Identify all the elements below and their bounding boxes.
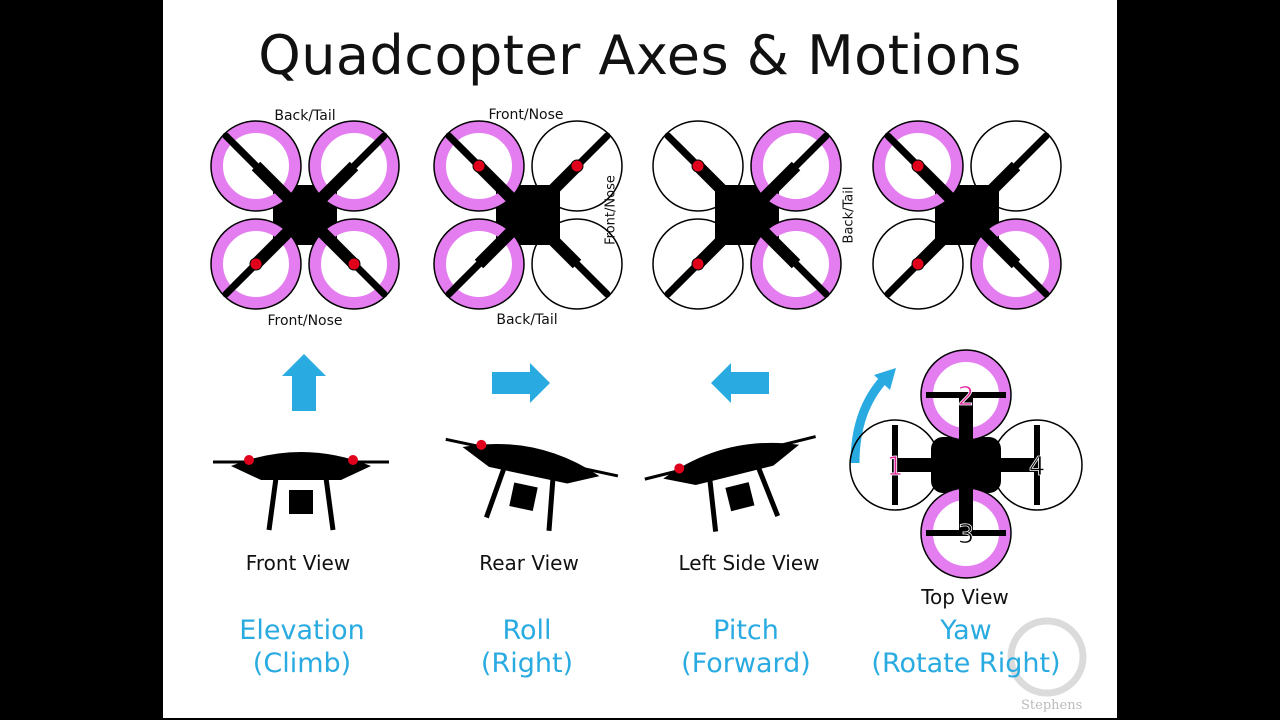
rotation-ring xyxy=(751,219,841,309)
quadcopter-top-diagram xyxy=(652,120,842,310)
motion-detail: (Rotate Right) xyxy=(871,648,1061,679)
rotor-circle xyxy=(433,120,525,212)
camera-gimbal xyxy=(725,482,755,512)
nose-led-dot xyxy=(674,463,685,474)
nose-led-dot xyxy=(911,159,925,173)
rotor-circle xyxy=(308,218,400,310)
rotor-circle xyxy=(970,120,1062,212)
motor-number-label: 3 xyxy=(958,520,975,550)
rotor-circle xyxy=(872,218,964,310)
quadcopter-top-diagram xyxy=(433,120,623,310)
motion-name: Yaw xyxy=(940,615,992,646)
motion-detail: (Forward) xyxy=(681,648,811,679)
camera-gimbal xyxy=(289,490,313,514)
drone-body xyxy=(231,452,371,480)
nose-led-dot xyxy=(911,257,925,271)
quadcopter-top-diagram xyxy=(210,120,400,310)
quadcopter-top-diagram xyxy=(872,120,1062,310)
propeller-blade xyxy=(231,141,259,169)
motor-number-label: 2 xyxy=(958,382,975,412)
slide: Quadcopter Axes & Motions 1 2 3 4 Back/Tail… xyxy=(163,0,1117,718)
nose-led-dot xyxy=(570,159,584,173)
nose-led-dot xyxy=(691,257,705,271)
arrow-up-icon xyxy=(282,354,326,411)
rotor-circle xyxy=(872,120,964,212)
rotation-ring xyxy=(434,219,524,309)
rotor-circle xyxy=(970,218,1062,310)
rotor-circle xyxy=(433,218,525,310)
nose-led-dot xyxy=(249,257,263,271)
rotor-circle xyxy=(210,218,302,310)
landing-gear xyxy=(484,467,556,531)
propeller-blade xyxy=(771,163,799,191)
propeller-blade xyxy=(454,261,482,289)
drone-left-side-view xyxy=(644,435,816,532)
drone-rear-view xyxy=(445,437,619,531)
slide-title: Quadcopter Axes & Motions xyxy=(258,24,1022,87)
rotor-circle xyxy=(750,120,842,212)
watermark-stephens: Stephens xyxy=(1021,698,1083,713)
rotor-circle xyxy=(531,218,623,310)
drone-body xyxy=(462,443,600,484)
nose-led-dot xyxy=(244,455,254,465)
rotation-ring xyxy=(751,121,841,211)
propeller-blade xyxy=(991,239,1019,267)
rotor-circle xyxy=(531,120,623,212)
motion-name: Elevation xyxy=(239,615,365,646)
nose-led-dot xyxy=(347,257,361,271)
watermark-seal-icon xyxy=(1007,617,1087,697)
label-back-tail: Back/Tail xyxy=(496,312,558,328)
landing-gear xyxy=(266,477,336,531)
view-label-left-side: Left Side View xyxy=(678,551,820,575)
drone-front-view xyxy=(213,452,389,531)
arrow-right-icon xyxy=(492,363,550,403)
propeller-blade xyxy=(771,239,799,267)
view-label-top: Top View xyxy=(921,585,1009,609)
nose-led-dot xyxy=(472,159,486,173)
arrow-left-icon xyxy=(711,363,769,403)
label-front-nose: Front/Nose xyxy=(267,313,343,329)
nose-led-dot xyxy=(691,159,705,173)
rotation-ring xyxy=(309,121,399,211)
drone-body xyxy=(663,442,800,485)
rotation-ring xyxy=(211,219,301,309)
propeller-blade xyxy=(329,163,357,191)
rotor-circle xyxy=(308,120,400,212)
rotate-right-arrow-icon xyxy=(850,374,889,464)
view-label-front: Front View xyxy=(245,551,351,575)
motion-detail: (Right) xyxy=(480,648,574,679)
label-front-nose: Front/Nose xyxy=(603,175,619,245)
label-back-tail: Back/Tail xyxy=(274,108,336,124)
quadcopter-top-view: 1 2 3 4 xyxy=(849,349,1083,579)
nose-led-dot xyxy=(348,455,358,465)
rotate-arrowhead-icon xyxy=(874,368,896,390)
motion-name: Pitch xyxy=(713,615,779,646)
rotor-circle xyxy=(750,218,842,310)
propeller-blade xyxy=(991,163,1019,191)
motion-name: Roll xyxy=(502,615,552,646)
motion-roll: Roll(Right) xyxy=(481,614,573,680)
motion-detail: (Climb) xyxy=(252,648,352,679)
diagram-canvas: 1 2 3 4 xyxy=(210,120,1087,697)
rotation-ring xyxy=(211,121,301,211)
rotor-circle xyxy=(652,218,744,310)
nose-led-dot xyxy=(476,439,487,450)
rotor-circle xyxy=(652,120,744,212)
motion-pitch: Pitch(Forward) xyxy=(681,614,811,680)
label-front-nose: Front/Nose xyxy=(488,107,564,123)
label-back-tail: Back/Tail xyxy=(841,186,857,244)
rotation-ring xyxy=(971,219,1061,309)
rotation-ring xyxy=(434,121,524,211)
camera-gimbal xyxy=(509,482,538,511)
rotation-ring xyxy=(309,219,399,309)
motor-number-label: 1 xyxy=(887,452,904,482)
motion-yaw: Yaw(Rotate Right) xyxy=(871,614,1060,680)
view-label-rear: Rear View xyxy=(479,551,579,575)
motion-elevation: Elevation(Climb) xyxy=(239,614,364,680)
motor-number-label: 4 xyxy=(1029,452,1046,482)
landing-gear xyxy=(707,466,781,532)
propeller-blade xyxy=(552,239,580,267)
rotor-circle xyxy=(210,120,302,212)
rotation-ring xyxy=(873,121,963,211)
